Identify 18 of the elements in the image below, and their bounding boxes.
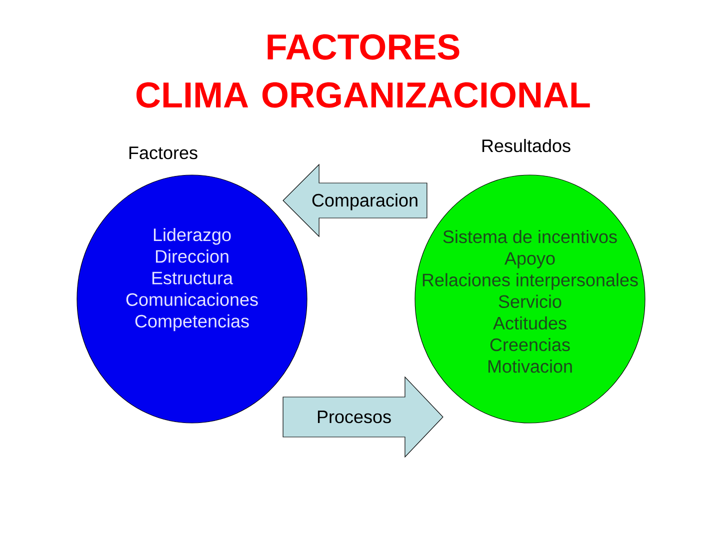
node-label: Actitudes — [493, 316, 566, 330]
node-label: Servicio — [498, 294, 562, 308]
node-label: Motivacion — [488, 360, 572, 373]
node-label: Comunicaciones — [126, 292, 258, 306]
heading: Resultados — [482, 138, 570, 152]
title: FACTORES CLIMA ORGANIZACIONAL — [136, 34, 590, 108]
edge-label: Procesos — [318, 410, 391, 424]
node-label: Relaciones interpersonales — [422, 273, 638, 290]
block-arrow — [282, 376, 444, 458]
heading: Factores — [129, 146, 198, 160]
node-label: Apoyo — [504, 252, 555, 268]
node-label: Sistema de incentivos — [443, 230, 617, 244]
node-label: Creencias — [490, 338, 570, 352]
node-label: Estructura — [152, 272, 234, 284]
node-label: Competencias — [135, 314, 249, 332]
node-label: Liderazgo — [154, 228, 231, 245]
block-arrow — [282, 164, 428, 238]
node-label: Direccion — [156, 250, 228, 263]
